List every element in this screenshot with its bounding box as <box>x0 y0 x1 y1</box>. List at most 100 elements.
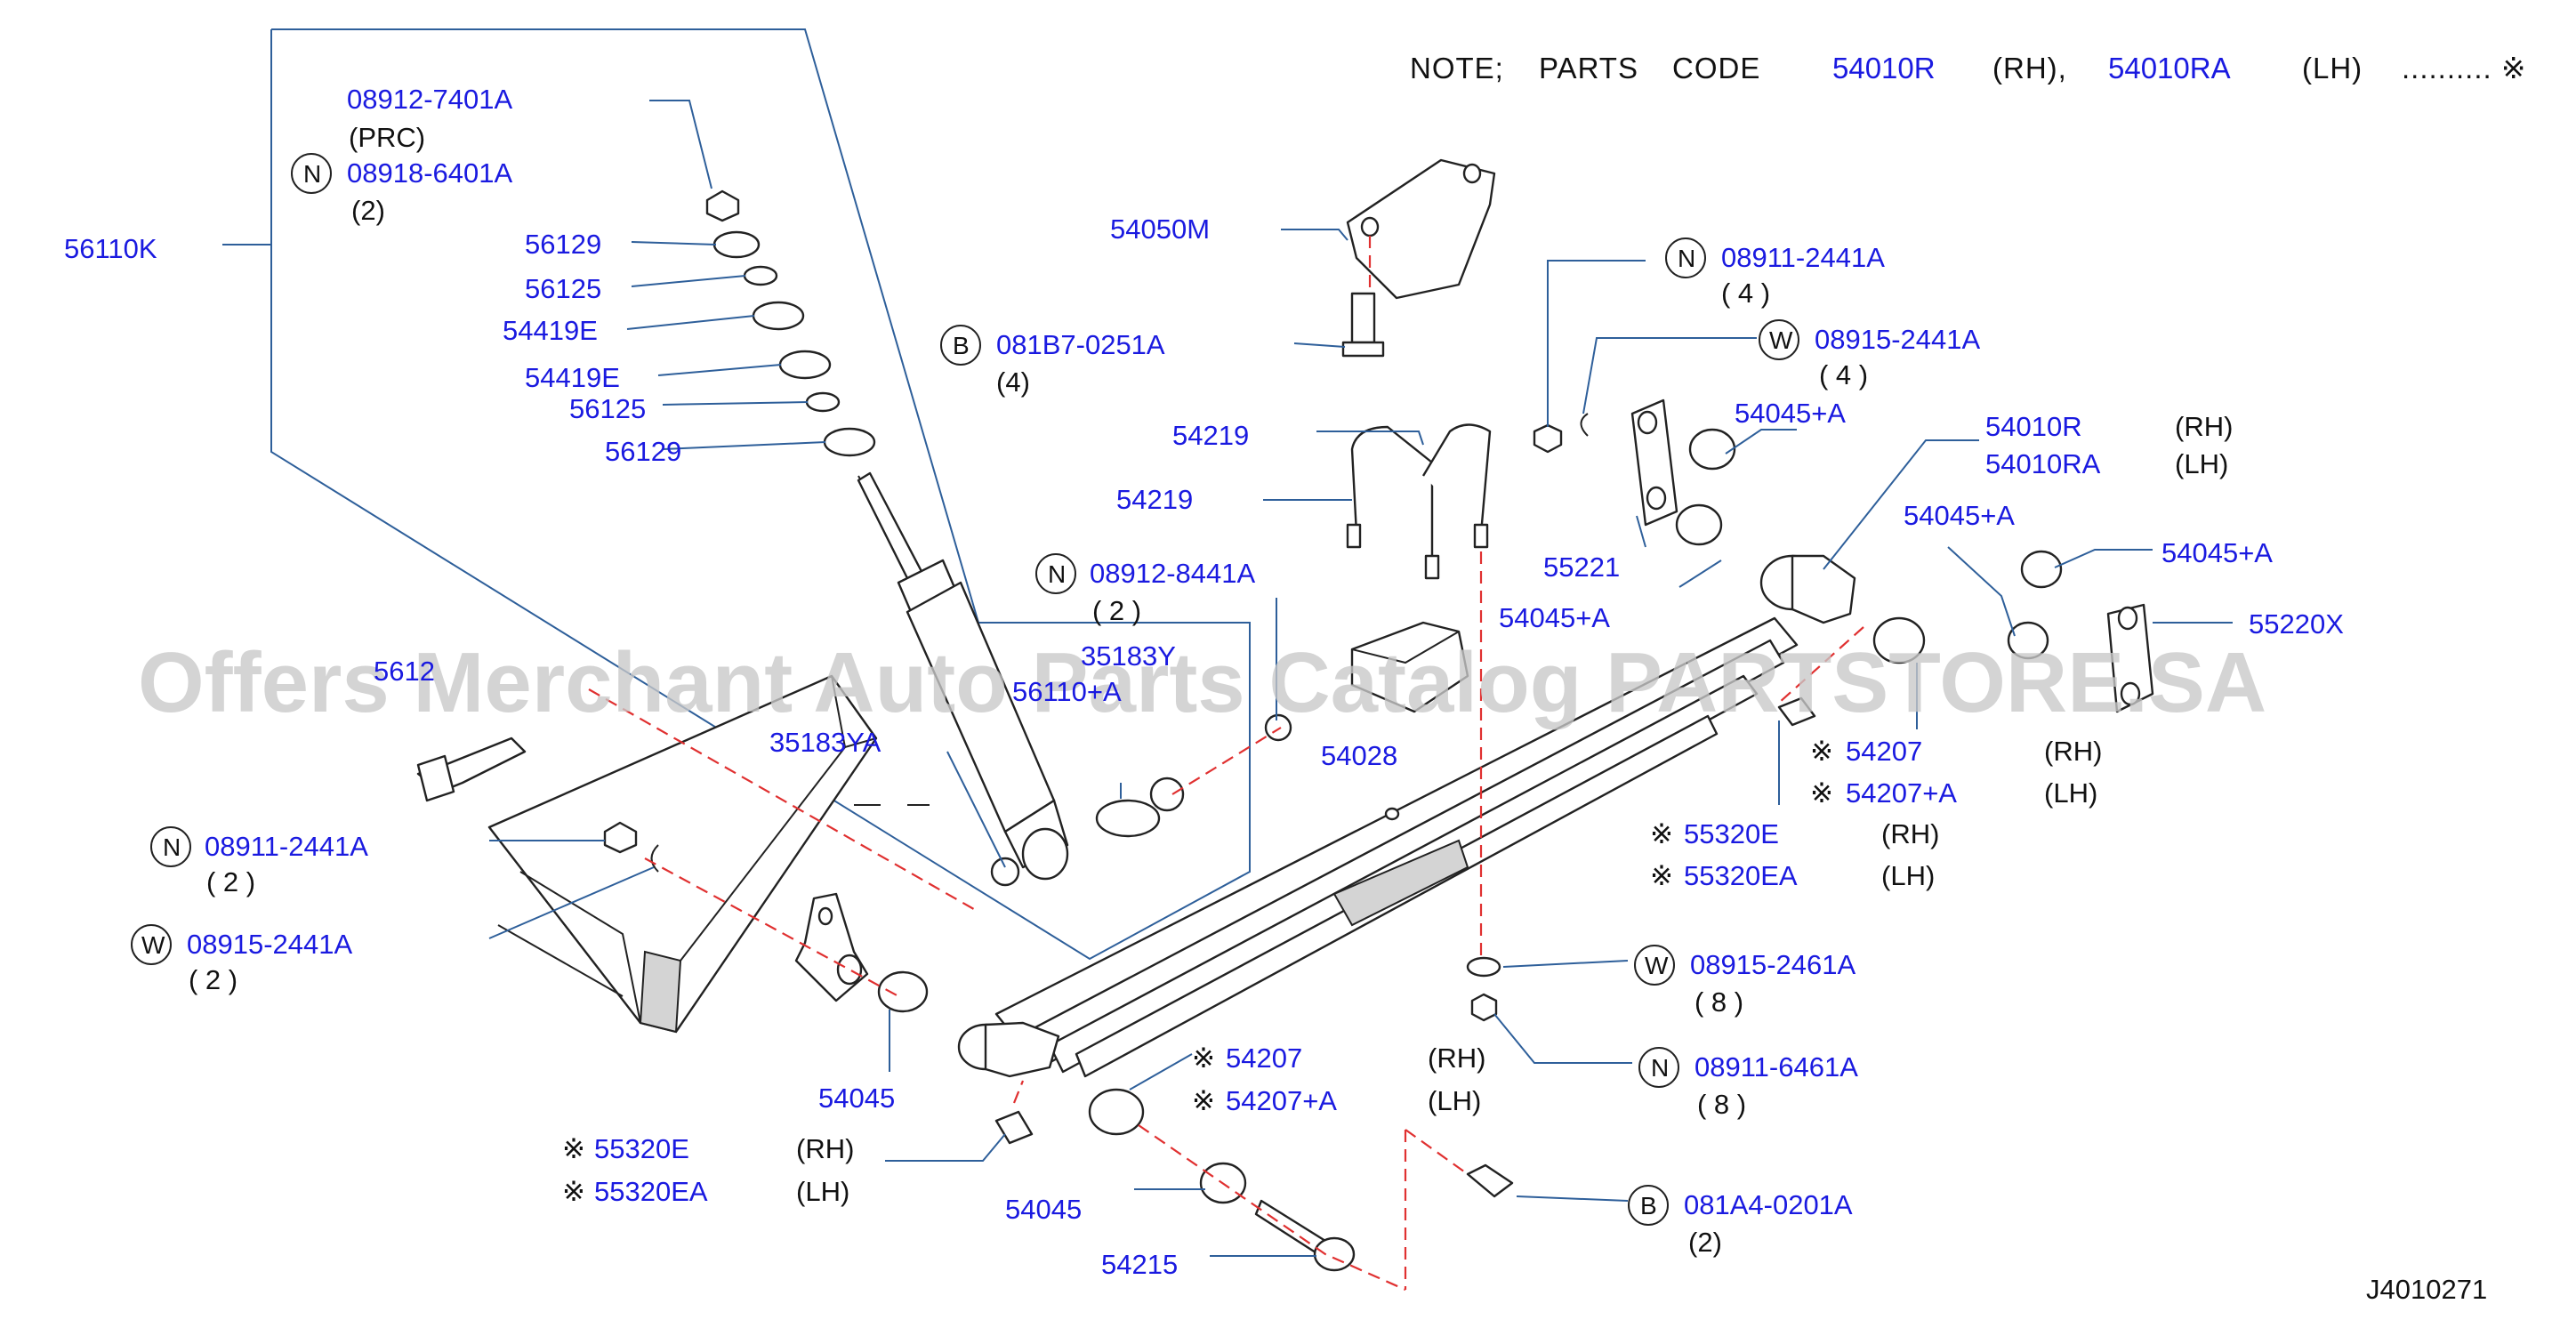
label-55320e-r[interactable]: 55320E <box>1684 818 1779 849</box>
callout-n-08918: N <box>291 153 332 194</box>
label-56125-b[interactable]: 56125 <box>569 393 646 424</box>
label-08911-6461a[interactable]: 08911-6461A <box>1695 1051 1858 1083</box>
label-54045-bottom[interactable]: 54045 <box>1005 1194 1082 1225</box>
callout-b-081b7: B <box>940 325 981 366</box>
note-header: NOTE; PARTS CODE 54010R (RH), 54010RA (L… <box>1410 52 2526 85</box>
diagram-code: J4010271 <box>2366 1274 2487 1305</box>
label-08915-2441a-left[interactable]: 08915-2441A <box>187 929 352 960</box>
star-2: ※ <box>1810 777 1833 809</box>
label-55320ea-b[interactable]: 55320EA <box>594 1176 708 1207</box>
note-prefix: NOTE; <box>1410 52 1504 85</box>
label-54045a-1[interactable]: 54045+A <box>1735 398 1846 429</box>
label-55320e-b[interactable]: 55320E <box>594 1133 689 1164</box>
label-55220x[interactable]: 55220X <box>2249 608 2344 640</box>
callout-n-08911-top: N <box>1665 237 1706 278</box>
part-labels: 56110K 08912-7401A (PRC) 08918-6401A (2)… <box>64 84 2487 1305</box>
label-35183ya[interactable]: 35183YA <box>769 727 881 758</box>
front-hanger-parts <box>416 736 1356 1272</box>
label-08912-8441a[interactable]: 08912-8441A <box>1090 558 1255 589</box>
label-prc: (PRC) <box>349 122 425 153</box>
note-rh-code[interactable]: 54010R <box>1832 52 1936 85</box>
star-1: ※ <box>1810 736 1833 767</box>
label-lh-3: (LH) <box>1881 860 1935 891</box>
svg-text:W: W <box>1769 326 1793 354</box>
label-55320ea-r[interactable]: 55320EA <box>1684 860 1798 891</box>
label-qty-8b: ( 8 ) <box>1697 1089 1746 1120</box>
label-081a4-0201a[interactable]: 081A4-0201A <box>1684 1189 1853 1220</box>
frame-bracket <box>794 892 869 1002</box>
label-qty-2a: (2) <box>351 195 385 226</box>
label-54010ra[interactable]: 54010RA <box>1985 448 2101 479</box>
label-rh-1: (RH) <box>2175 411 2233 442</box>
star-5: ※ <box>1192 1042 1215 1074</box>
note-parts: PARTS <box>1539 52 1638 85</box>
label-08911-2441a-left[interactable]: 08911-2441A <box>205 831 368 862</box>
label-56125-a[interactable]: 56125 <box>525 273 601 304</box>
rear-shackle <box>1872 550 2154 713</box>
callout-n-08911-left: N <box>150 826 191 867</box>
label-rh-5: (RH) <box>796 1133 854 1164</box>
label-qty-2b: ( 2 ) <box>1092 595 1141 626</box>
label-54045a-3[interactable]: 54045+A <box>1904 500 2015 531</box>
label-54419e-b[interactable]: 54419E <box>525 362 620 393</box>
label-08912-7401a[interactable]: 08912-7401A <box>347 84 512 115</box>
label-54207a-r[interactable]: 54207+A <box>1846 777 1957 809</box>
label-54219-a[interactable]: 54219 <box>1172 420 1249 451</box>
note-lh-code[interactable]: 54010RA <box>2108 52 2231 85</box>
star-7: ※ <box>562 1133 585 1164</box>
label-54045a-2[interactable]: 54045+A <box>1499 602 1610 633</box>
callout-w-08915-left: W <box>131 924 172 965</box>
callout-n-08912-8441: N <box>1035 553 1076 594</box>
label-08911-2441a-top[interactable]: 08911-2441A <box>1721 242 1885 273</box>
label-54207a-b[interactable]: 54207+A <box>1226 1085 1337 1116</box>
svg-text:W: W <box>141 931 165 959</box>
label-08915-2441a-top[interactable]: 08915-2441A <box>1815 324 1980 355</box>
label-lh-1: (LH) <box>2175 448 2228 479</box>
label-5612x[interactable]: 5612 <box>374 656 435 687</box>
star-4: ※ <box>1650 860 1673 891</box>
label-08915-2461a[interactable]: 08915-2461A <box>1690 949 1856 980</box>
callout-w-08915-top: W <box>1759 319 1799 360</box>
svg-text:N: N <box>1048 560 1066 588</box>
label-55221[interactable]: 55221 <box>1543 551 1620 583</box>
label-54028[interactable]: 54028 <box>1321 740 1397 771</box>
label-35183y[interactable]: 35183Y <box>1081 640 1176 672</box>
callout-markers: N B N N W N W W <box>131 153 1799 1226</box>
note-rh: (RH), <box>1992 52 2067 85</box>
label-qty-4c: ( 4 ) <box>1819 359 1868 390</box>
svg-text:B: B <box>953 332 970 359</box>
label-54045-left[interactable]: 54045 <box>818 1083 895 1114</box>
leader-lines <box>488 100 2233 1257</box>
shock-top-hardware <box>705 189 876 457</box>
star-8: ※ <box>562 1176 585 1207</box>
spring-pad <box>1350 621 1469 713</box>
label-56110k[interactable]: 56110K <box>64 233 157 264</box>
svg-text:W: W <box>1645 952 1669 979</box>
svg-text:B: B <box>1640 1192 1657 1219</box>
label-56129-a[interactable]: 56129 <box>525 229 601 260</box>
label-08918-6401a[interactable]: 08918-6401A <box>347 157 512 189</box>
svg-text:N: N <box>303 160 321 188</box>
label-54219-b[interactable]: 54219 <box>1116 484 1193 515</box>
star-6: ※ <box>1192 1085 1215 1116</box>
label-54050m[interactable]: 54050M <box>1110 213 1210 245</box>
label-54419e-a[interactable]: 54419E <box>503 315 598 346</box>
label-rh-3: (RH) <box>1881 818 1939 849</box>
leaf-spring <box>957 554 1856 1078</box>
callout-w-08915-2461: W <box>1634 945 1675 986</box>
label-54207-b[interactable]: 54207 <box>1226 1042 1302 1074</box>
label-54045a-4[interactable]: 54045+A <box>2161 537 2273 568</box>
label-qty-2c: ( 2 ) <box>206 866 255 897</box>
label-56129-b[interactable]: 56129 <box>605 436 681 467</box>
u-bolts <box>1346 423 1492 580</box>
label-081b7-0251a[interactable]: 081B7-0251A <box>996 329 1165 360</box>
label-54215[interactable]: 54215 <box>1101 1249 1178 1280</box>
label-54207-r[interactable]: 54207 <box>1846 736 1922 767</box>
label-54010r[interactable]: 54010R <box>1985 411 2082 442</box>
label-56110a[interactable]: 56110+A <box>1012 676 1122 707</box>
small-hardware <box>603 696 1816 1198</box>
svg-text:N: N <box>1678 245 1695 272</box>
callout-b-081a4: B <box>1628 1185 1669 1226</box>
shackle-plate <box>1533 398 1736 546</box>
